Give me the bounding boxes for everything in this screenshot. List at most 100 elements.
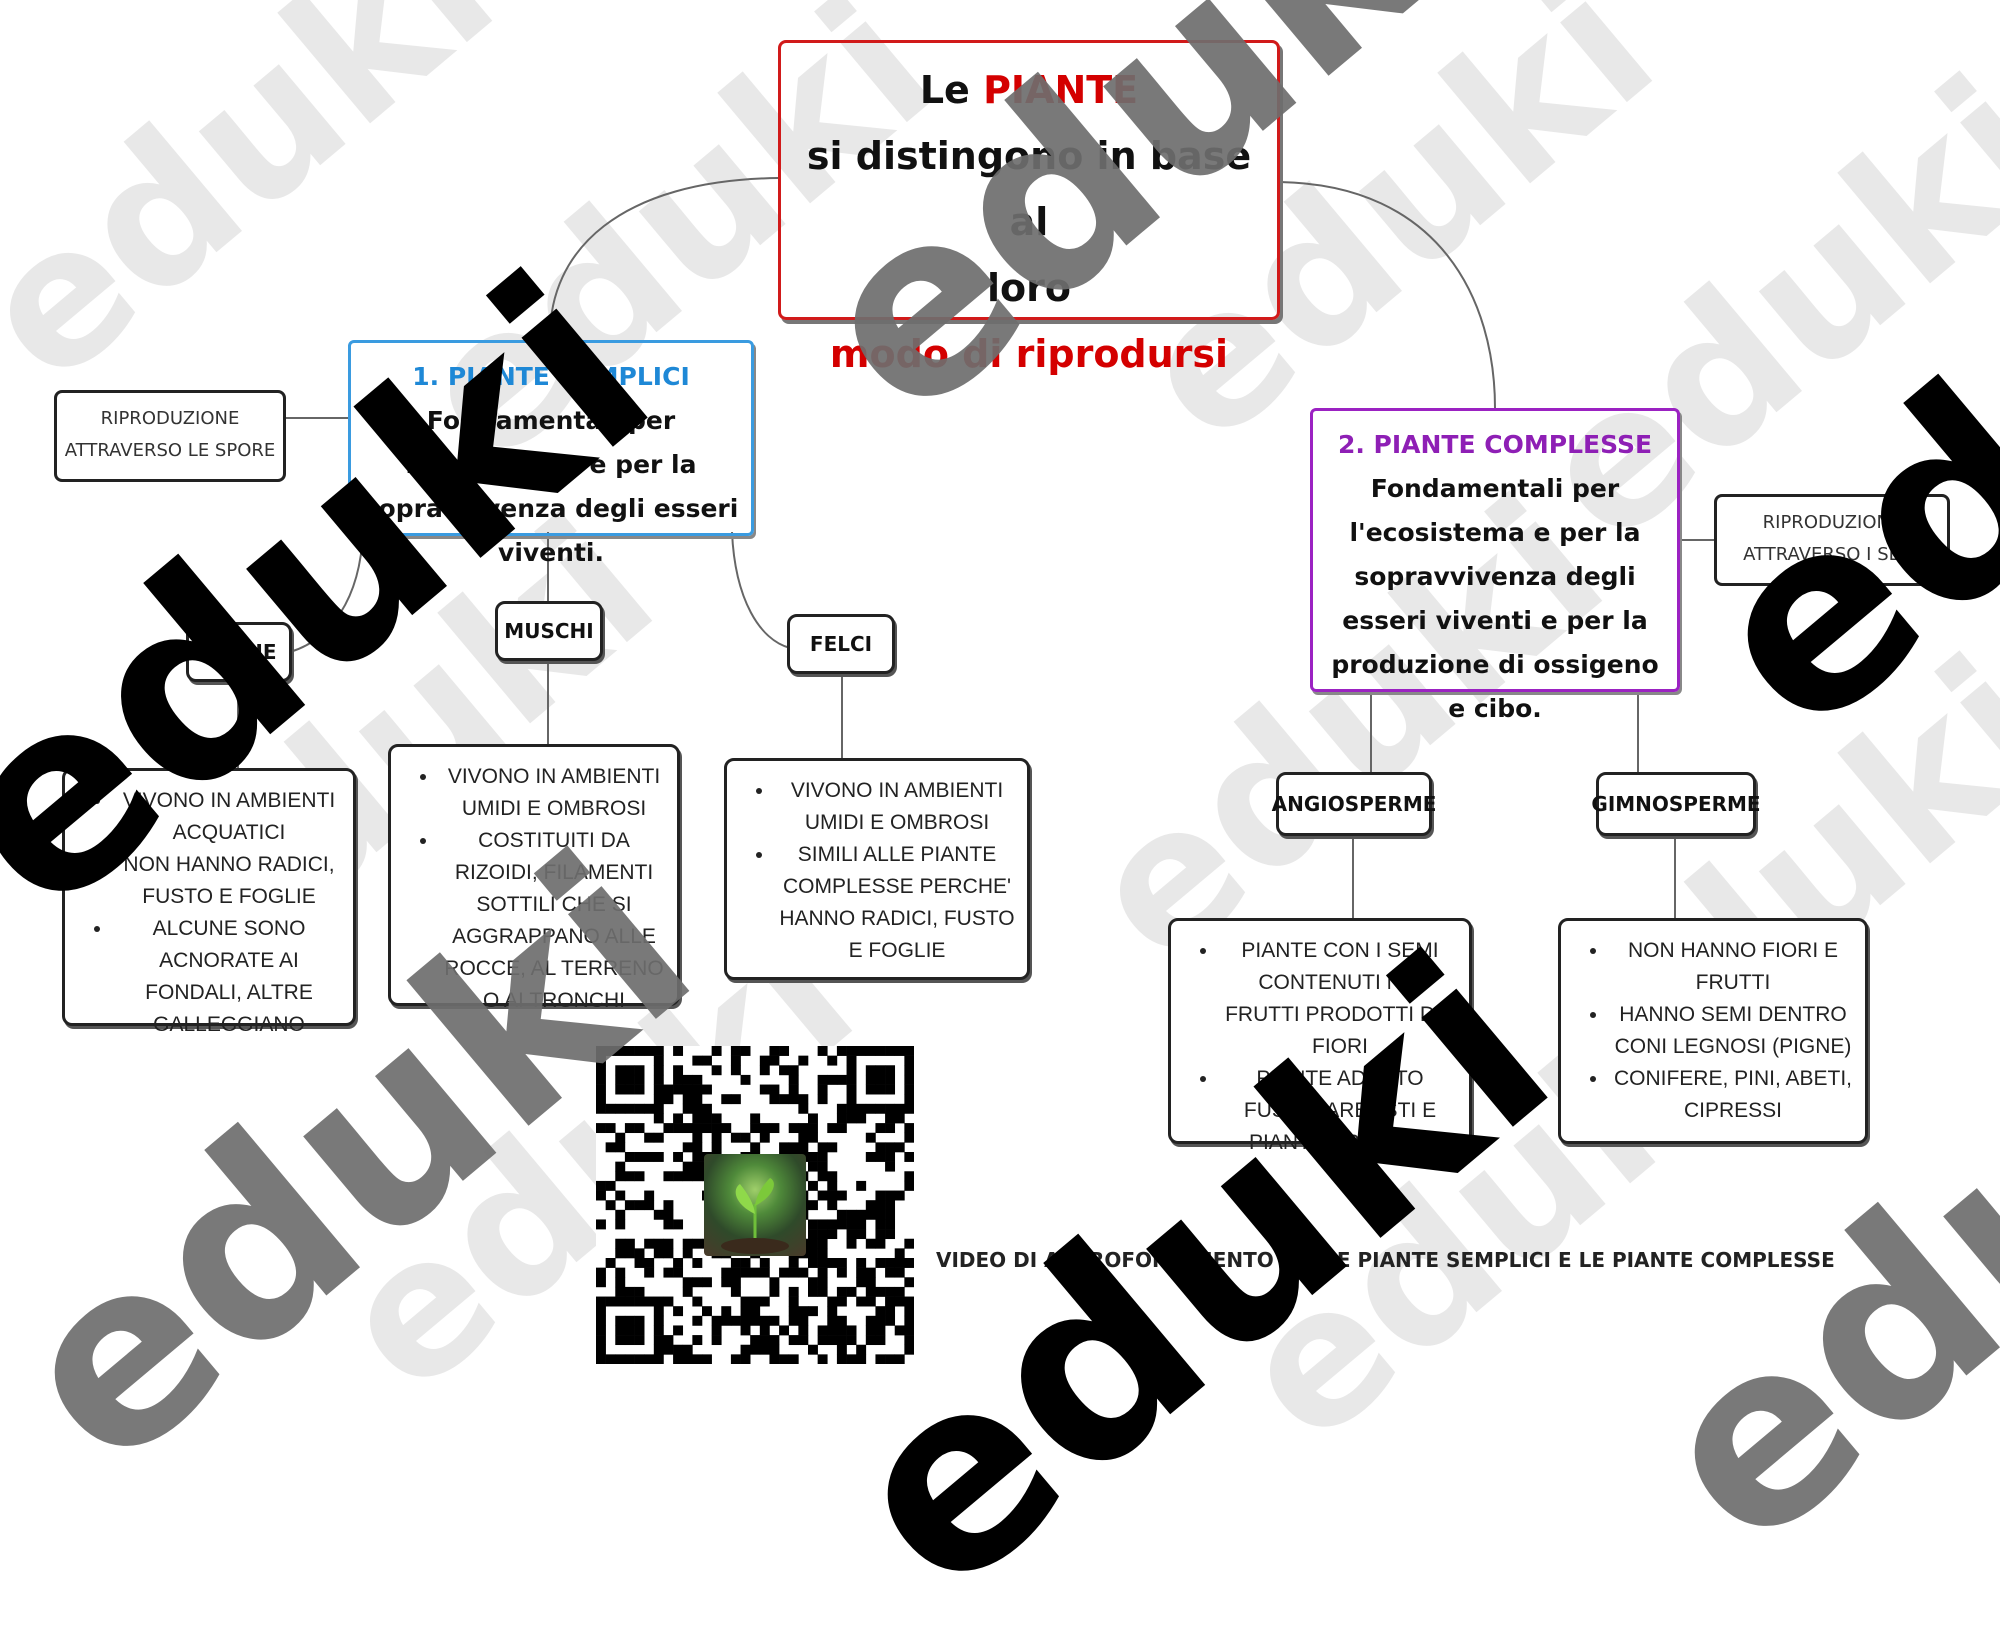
qr-module xyxy=(894,1286,905,1297)
qr-module xyxy=(808,1219,818,1230)
qr-module xyxy=(865,1046,876,1056)
qr-module xyxy=(817,1277,828,1288)
qr-module xyxy=(624,1084,635,1095)
qr-module xyxy=(596,1190,606,1201)
qr-module xyxy=(875,1074,886,1085)
qr-module xyxy=(634,1296,645,1307)
qr-module xyxy=(653,1132,664,1143)
qr-module xyxy=(817,1354,828,1365)
qr-module xyxy=(788,1306,799,1317)
qr-module xyxy=(817,1258,828,1268)
qr-module xyxy=(730,1065,741,1076)
qr-module xyxy=(885,1229,896,1240)
qr-module xyxy=(779,1094,790,1105)
qr-module xyxy=(827,1335,838,1346)
qr-module xyxy=(865,1084,876,1095)
qr-module xyxy=(653,1306,664,1317)
qr-module xyxy=(788,1315,799,1326)
qr-module xyxy=(808,1161,818,1172)
qr-module xyxy=(808,1238,818,1249)
qr-module xyxy=(788,1094,799,1105)
qr-module xyxy=(615,1238,626,1249)
qr-module xyxy=(624,1074,635,1085)
qr-module xyxy=(653,1074,664,1085)
qr-module xyxy=(875,1229,886,1240)
qr-module xyxy=(836,1113,847,1124)
qr-module xyxy=(885,1113,896,1124)
list-item: PIANTE CON I SEMI CONTENUTI NEI FRUTTI P… xyxy=(1219,935,1461,1063)
qr-module xyxy=(817,1046,828,1056)
qr-module xyxy=(663,1123,674,1134)
qr-module xyxy=(788,1354,799,1365)
qr-module xyxy=(721,1267,732,1278)
qr-module xyxy=(653,1094,664,1105)
qr-module xyxy=(817,1142,828,1153)
qr-module xyxy=(644,1103,655,1114)
qr-module xyxy=(875,1084,886,1095)
qr-module xyxy=(730,1286,741,1297)
qr-module xyxy=(702,1306,712,1317)
qr-module xyxy=(798,1132,809,1143)
qr-module xyxy=(875,1200,886,1211)
qr-module xyxy=(692,1113,703,1124)
qr-module xyxy=(596,1344,606,1355)
qr-module xyxy=(605,1354,616,1365)
qr-module xyxy=(904,1074,915,1085)
qr-module xyxy=(644,1296,655,1307)
qr-module xyxy=(788,1142,799,1153)
qr-module xyxy=(605,1200,616,1211)
qr-module xyxy=(730,1046,741,1056)
qr-module xyxy=(759,1325,770,1336)
qr-module xyxy=(836,1325,847,1336)
qr-module xyxy=(759,1267,770,1278)
qr-module xyxy=(836,1354,847,1365)
qr-module xyxy=(682,1354,693,1365)
list-item: PIANTE AD ALTO FUSTO, ARBUSTI E PIANTE E… xyxy=(1219,1063,1461,1159)
qr-module xyxy=(817,1084,828,1095)
qr-module xyxy=(836,1315,847,1326)
qr-module xyxy=(673,1113,684,1124)
qr-module xyxy=(846,1219,857,1230)
qr-module xyxy=(711,1142,722,1153)
qr-module xyxy=(634,1065,645,1076)
qr-module xyxy=(615,1296,626,1307)
simple-plants-title: 1. PIANTE SEMPLICI xyxy=(412,362,690,391)
list-item: NON HANNO FIORI E FRUTTI xyxy=(1609,935,1857,999)
qr-module xyxy=(605,1123,616,1134)
qr-module xyxy=(846,1046,857,1056)
qr-module xyxy=(644,1200,655,1211)
qr-module xyxy=(885,1065,896,1076)
qr-module xyxy=(663,1209,674,1220)
root-line-3: loro xyxy=(987,266,1071,310)
qr-module xyxy=(875,1286,886,1297)
qr-module xyxy=(634,1286,645,1297)
qr-module xyxy=(827,1171,838,1182)
qr-module xyxy=(624,1354,635,1365)
category-felci: FELCI xyxy=(787,614,895,674)
qr-code[interactable] xyxy=(596,1046,915,1365)
qr-module xyxy=(624,1286,635,1297)
qr-module xyxy=(634,1248,645,1259)
qr-module xyxy=(885,1286,896,1297)
qr-module xyxy=(885,1046,896,1056)
qr-module xyxy=(682,1142,693,1153)
qr-module xyxy=(663,1200,674,1211)
qr-module xyxy=(721,1123,732,1134)
qr-module xyxy=(615,1190,626,1201)
qr-module xyxy=(730,1315,741,1326)
list-item: ALCUNE SONO ACNORATE AI FONDALI, ALTRE G… xyxy=(113,913,345,1041)
qr-module xyxy=(827,1180,838,1191)
qr-module xyxy=(682,1277,693,1288)
qr-module xyxy=(692,1258,703,1268)
qr-module xyxy=(759,1315,770,1326)
qr-module xyxy=(596,1296,606,1307)
qr-module xyxy=(730,1132,741,1143)
qr-module xyxy=(605,1296,616,1307)
qr-module xyxy=(885,1161,896,1172)
qr-module xyxy=(682,1238,693,1249)
qr-module xyxy=(644,1190,655,1201)
qr-module xyxy=(865,1103,876,1114)
qr-module xyxy=(692,1094,703,1105)
qr-module xyxy=(885,1074,896,1085)
qr-module xyxy=(788,1296,799,1307)
